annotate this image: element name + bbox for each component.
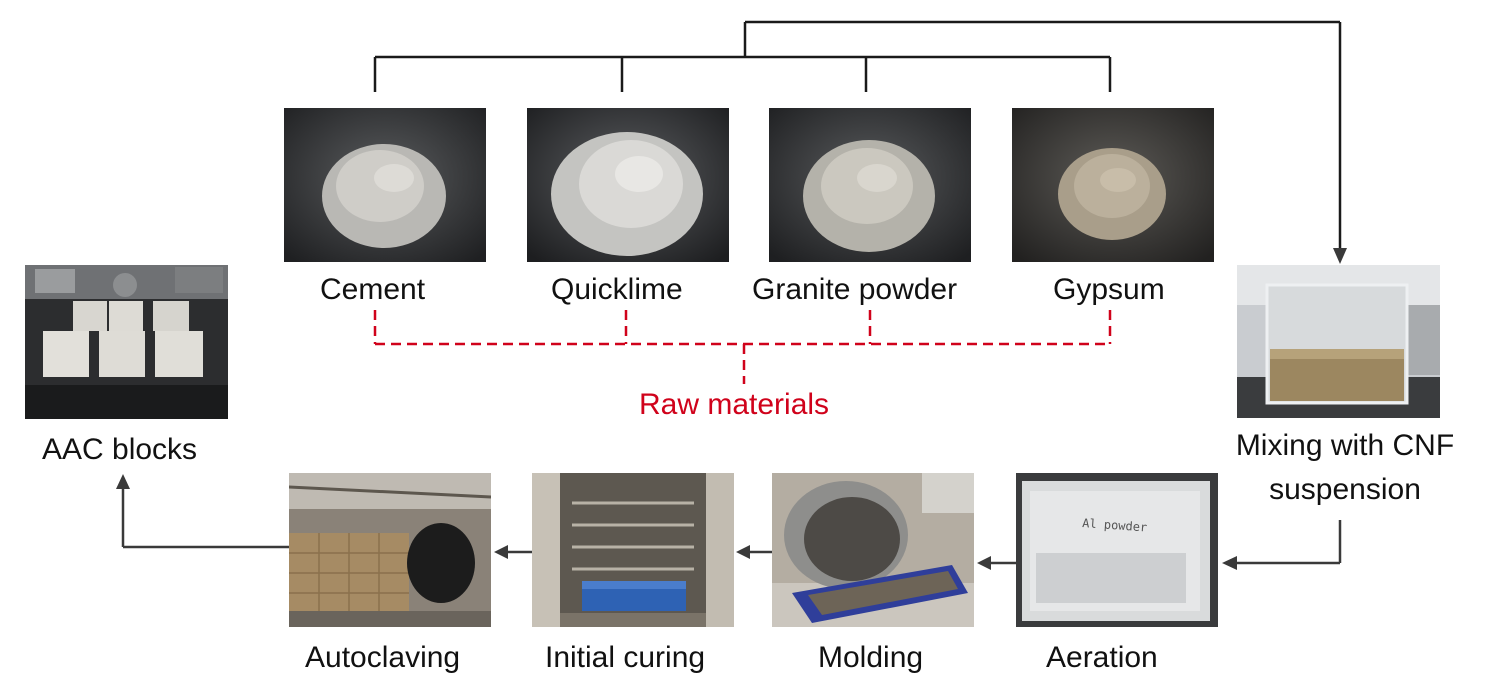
- gypsum-photo: [1012, 108, 1214, 262]
- autoclaving-photo: [289, 473, 491, 627]
- aeration-photo: Al powder: [1016, 473, 1218, 627]
- mixing-label-line2: suspension: [1269, 473, 1421, 506]
- molding-photo: [772, 473, 974, 627]
- granite-powder-label: Granite powder: [752, 273, 958, 306]
- cement-photo: [284, 108, 486, 262]
- raw-materials-group-label: Raw materials: [639, 388, 830, 421]
- autoclaving-label: Autoclaving: [305, 641, 461, 674]
- granite-powder-photo: [769, 108, 971, 262]
- cement-label: Cement: [320, 273, 426, 306]
- mixing-photo: [1237, 265, 1440, 418]
- arrow-autoclaving-to-aac: [121, 488, 289, 549]
- quicklime-photo: [527, 108, 729, 262]
- mixing-label-line1: Mixing with CNF: [1235, 429, 1455, 462]
- aeration-label: Aeration: [1046, 641, 1158, 674]
- raw-materials-dashed-bracket: [373, 310, 1112, 384]
- gypsum-label: Gypsum: [1053, 273, 1165, 306]
- aac-blocks-photo: [25, 265, 228, 419]
- aeration-bag-text: Al powder: [1082, 516, 1148, 535]
- quicklime-label: Quicklime: [551, 273, 683, 306]
- raw-materials-top-bracket: [373, 20, 1342, 252]
- initial-curing-photo: [532, 473, 734, 627]
- aac-blocks-label: AAC blocks: [42, 433, 198, 466]
- arrow-mixing-to-aeration: [1236, 520, 1342, 565]
- molding-label: Molding: [818, 641, 924, 674]
- arrow-to-mixing: [1333, 248, 1347, 264]
- initial-curing-label: Initial curing: [545, 641, 706, 674]
